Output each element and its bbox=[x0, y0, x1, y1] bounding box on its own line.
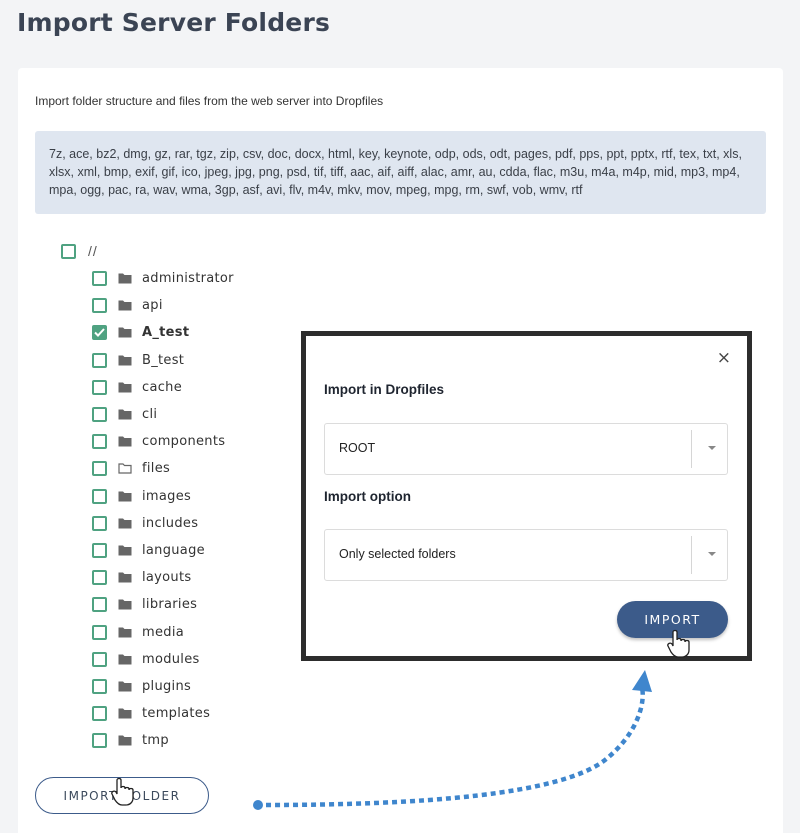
folder-checkbox[interactable] bbox=[92, 488, 107, 504]
tree-folder-item[interactable]: cli bbox=[92, 404, 157, 424]
folder-checkbox[interactable] bbox=[92, 624, 107, 640]
tree-folder-item[interactable]: images bbox=[92, 486, 191, 506]
root-checkbox[interactable] bbox=[61, 243, 76, 259]
folder-icon bbox=[118, 355, 132, 366]
tree-folder-item[interactable]: A_test bbox=[92, 322, 189, 342]
folder-checkbox[interactable] bbox=[92, 270, 107, 286]
folder-label: layouts bbox=[142, 569, 192, 585]
folder-checkbox[interactable] bbox=[92, 352, 107, 368]
root-label: // bbox=[88, 243, 98, 259]
folder-icon bbox=[118, 327, 132, 338]
folder-checkbox[interactable] bbox=[92, 406, 107, 422]
folder-icon bbox=[118, 599, 132, 610]
folder-label: images bbox=[142, 488, 192, 504]
folder-label: cache bbox=[142, 379, 182, 395]
folder-label: components bbox=[142, 433, 226, 449]
folder-label: cli bbox=[142, 406, 158, 422]
folder-icon bbox=[118, 654, 132, 665]
tree-folder-item[interactable]: libraries bbox=[92, 594, 197, 614]
folder-icon bbox=[118, 545, 132, 556]
folder-label: includes bbox=[142, 515, 199, 531]
folder-label: plugins bbox=[142, 678, 192, 694]
folder-checkbox[interactable] bbox=[92, 515, 107, 531]
tree-folder-item[interactable]: media bbox=[92, 622, 184, 642]
folder-label: media bbox=[142, 624, 184, 640]
folder-checkbox[interactable] bbox=[92, 433, 107, 449]
import-folder-button[interactable]: IMPORT FOLDER bbox=[35, 777, 209, 814]
folder-checkbox[interactable] bbox=[92, 569, 107, 585]
import-modal: × Import in Dropfiles ROOT Import option… bbox=[301, 331, 752, 661]
tree-folder-item[interactable]: language bbox=[92, 540, 205, 560]
folder-checkbox[interactable] bbox=[92, 705, 107, 721]
select-divider bbox=[691, 430, 692, 468]
tree-folder-item[interactable]: api bbox=[92, 295, 163, 315]
tree-root[interactable]: // bbox=[61, 241, 98, 261]
folder-icon bbox=[118, 273, 132, 284]
tree-folder-item[interactable]: modules bbox=[92, 649, 200, 669]
folder-label: B_test bbox=[142, 352, 185, 368]
folder-label: administrator bbox=[142, 270, 234, 286]
folder-checkbox[interactable] bbox=[92, 651, 107, 667]
import-option-label: Import option bbox=[324, 489, 411, 504]
folder-checkbox[interactable] bbox=[92, 379, 107, 395]
tree-folder-item[interactable]: files bbox=[92, 458, 170, 478]
tree-folder-item[interactable]: components bbox=[92, 431, 225, 451]
tree-folder-item[interactable]: cache bbox=[92, 377, 182, 397]
chevron-down-icon bbox=[708, 552, 716, 556]
folder-checkbox[interactable] bbox=[92, 732, 107, 748]
page-title: Import Server Folders bbox=[17, 8, 331, 37]
folder-icon bbox=[118, 436, 132, 447]
tree-folder-item[interactable]: plugins bbox=[92, 676, 191, 696]
folder-icon bbox=[118, 382, 132, 393]
folder-label: templates bbox=[142, 705, 211, 721]
folder-label: language bbox=[142, 542, 205, 558]
folder-checkbox[interactable] bbox=[92, 297, 107, 313]
chevron-down-icon bbox=[708, 446, 716, 450]
tree-folder-item[interactable]: tmp bbox=[92, 730, 169, 750]
folder-label: libraries bbox=[142, 596, 198, 612]
folder-checkbox[interactable] bbox=[92, 542, 107, 558]
tree-folder-item[interactable]: templates bbox=[92, 703, 210, 723]
import-option-value: Only selected folders bbox=[339, 547, 456, 561]
folder-icon bbox=[118, 708, 132, 719]
folder-label: api bbox=[142, 297, 163, 313]
import-option-select[interactable]: Only selected folders bbox=[324, 529, 728, 581]
import-in-value: ROOT bbox=[339, 441, 376, 455]
import-in-select[interactable]: ROOT bbox=[324, 423, 728, 475]
folder-icon bbox=[118, 300, 132, 311]
folder-icon bbox=[118, 409, 132, 420]
folder-checkbox[interactable] bbox=[92, 596, 107, 612]
folder-checkbox[interactable] bbox=[92, 460, 107, 476]
import-in-label: Import in Dropfiles bbox=[324, 382, 445, 397]
folder-label: A_test bbox=[142, 324, 190, 340]
allowed-extensions-box: 7z, ace, bz2, dmg, gz, rar, tgz, zip, cs… bbox=[35, 131, 766, 214]
folder-icon bbox=[118, 491, 132, 502]
import-button[interactable]: IMPORT bbox=[617, 601, 728, 638]
folder-label: tmp bbox=[142, 732, 169, 748]
folder-checkbox[interactable] bbox=[92, 678, 107, 694]
folder-icon bbox=[118, 627, 132, 638]
folder-icon bbox=[118, 572, 132, 583]
folder-label: modules bbox=[142, 651, 200, 667]
tree-folder-item[interactable]: includes bbox=[92, 513, 198, 533]
allowed-extensions-text: 7z, ace, bz2, dmg, gz, rar, tgz, zip, cs… bbox=[49, 147, 742, 197]
folder-label: files bbox=[142, 460, 171, 476]
folder-icon bbox=[118, 735, 132, 746]
folder-icon bbox=[118, 518, 132, 529]
folder-checkbox[interactable] bbox=[92, 324, 107, 340]
close-icon[interactable]: × bbox=[716, 348, 731, 368]
intro-text: Import folder structure and files from t… bbox=[35, 94, 384, 108]
tree-folder-item[interactable]: B_test bbox=[92, 350, 184, 370]
folder-open-outline-icon bbox=[118, 463, 132, 474]
tree-folder-item[interactable]: administrator bbox=[92, 268, 234, 288]
tree-folder-item[interactable]: layouts bbox=[92, 567, 191, 587]
select-divider bbox=[691, 536, 692, 574]
folder-icon bbox=[118, 681, 132, 692]
